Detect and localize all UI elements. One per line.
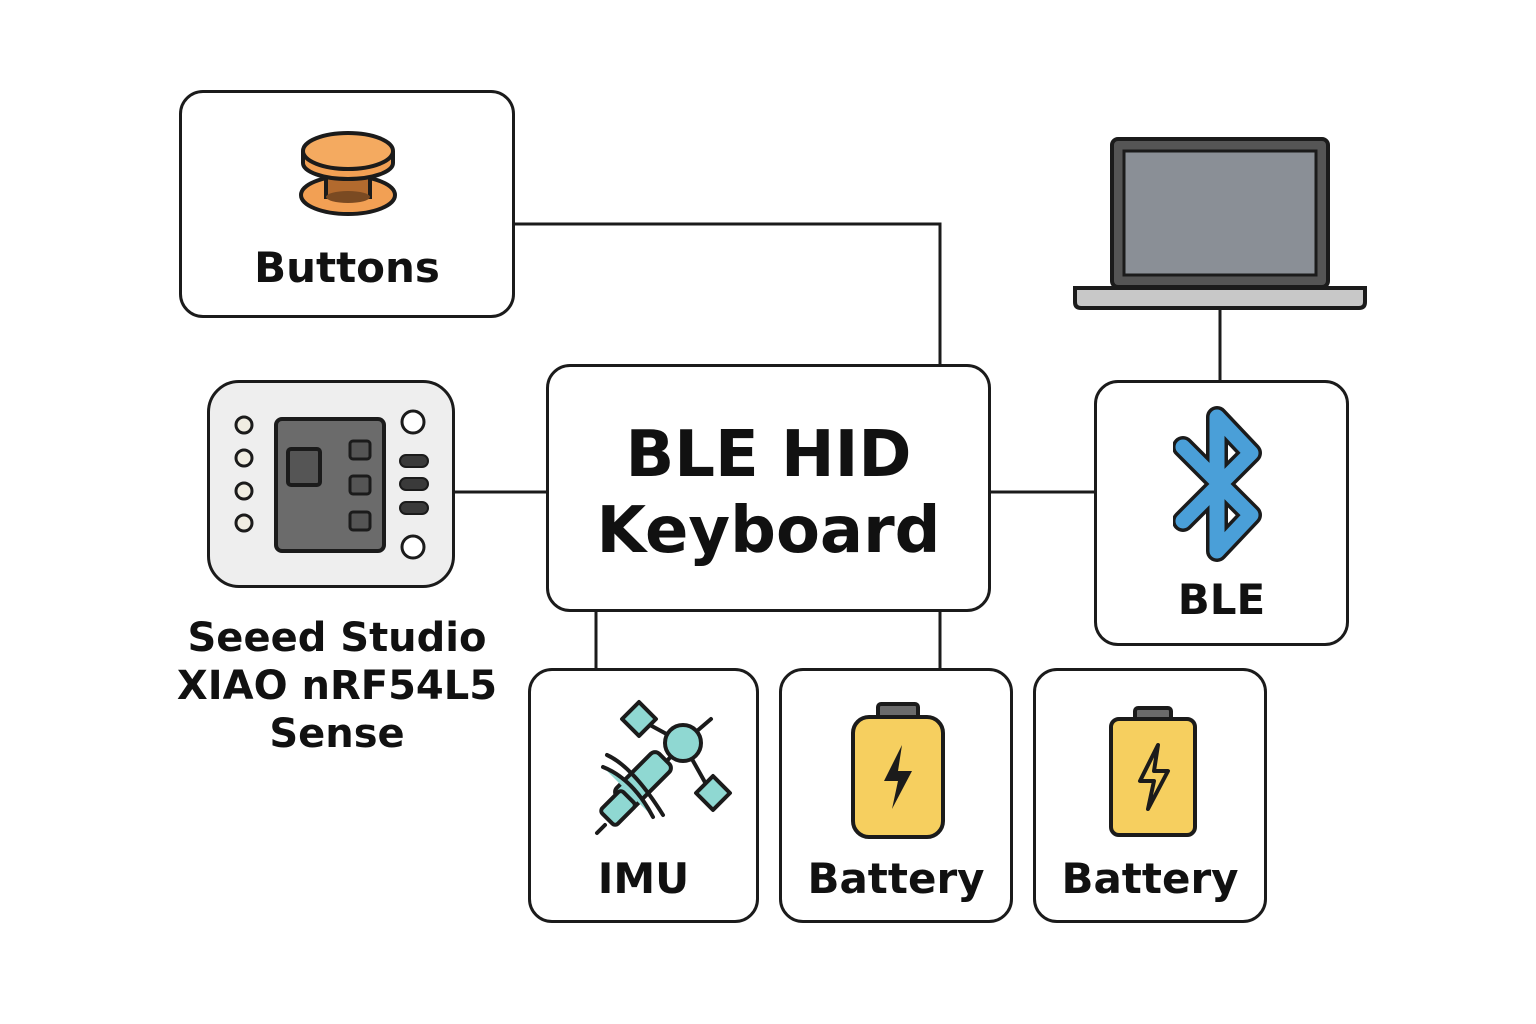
- ble-node: BLE: [1094, 380, 1349, 646]
- battery-node-1: Battery: [779, 668, 1013, 923]
- buttons-label: Buttons: [254, 243, 440, 292]
- microcontroller-label-line-2: XIAO nRF54L5: [176, 663, 498, 709]
- microcontroller-node: [207, 380, 455, 588]
- center-title-line-1: BLE HID: [625, 418, 912, 492]
- battery-node-2: Battery: [1033, 668, 1267, 923]
- microcontroller-label-line-1: Seeed Studio: [187, 615, 487, 661]
- buttons-node: Buttons: [179, 90, 515, 318]
- wire-buttons-to-center: [514, 222, 942, 364]
- microcontroller-label-line-3: Sense: [269, 711, 405, 757]
- microcontroller-label: Seeed Studio XIAO nRF54L5 Sense: [162, 614, 512, 758]
- battery-icon: [1109, 706, 1197, 837]
- microcontroller-board-icon: [234, 409, 429, 560]
- bluetooth-icon: [1173, 406, 1262, 562]
- center-title: BLE HID Keyboard: [549, 417, 988, 569]
- imu-node: IMU: [528, 668, 759, 923]
- push-button-icon: [299, 131, 397, 216]
- battery-icon: [851, 702, 945, 839]
- battery-label-2: Battery: [1061, 854, 1239, 903]
- ble-hid-keyboard-node: BLE HID Keyboard: [546, 364, 991, 612]
- laptop-icon: [1073, 137, 1367, 310]
- imu-sensor-icon: [595, 700, 732, 835]
- imu-label: IMU: [597, 854, 690, 903]
- center-title-line-2: Keyboard: [596, 494, 941, 568]
- ble-label: BLE: [1177, 575, 1266, 624]
- battery-label-1: Battery: [807, 854, 985, 903]
